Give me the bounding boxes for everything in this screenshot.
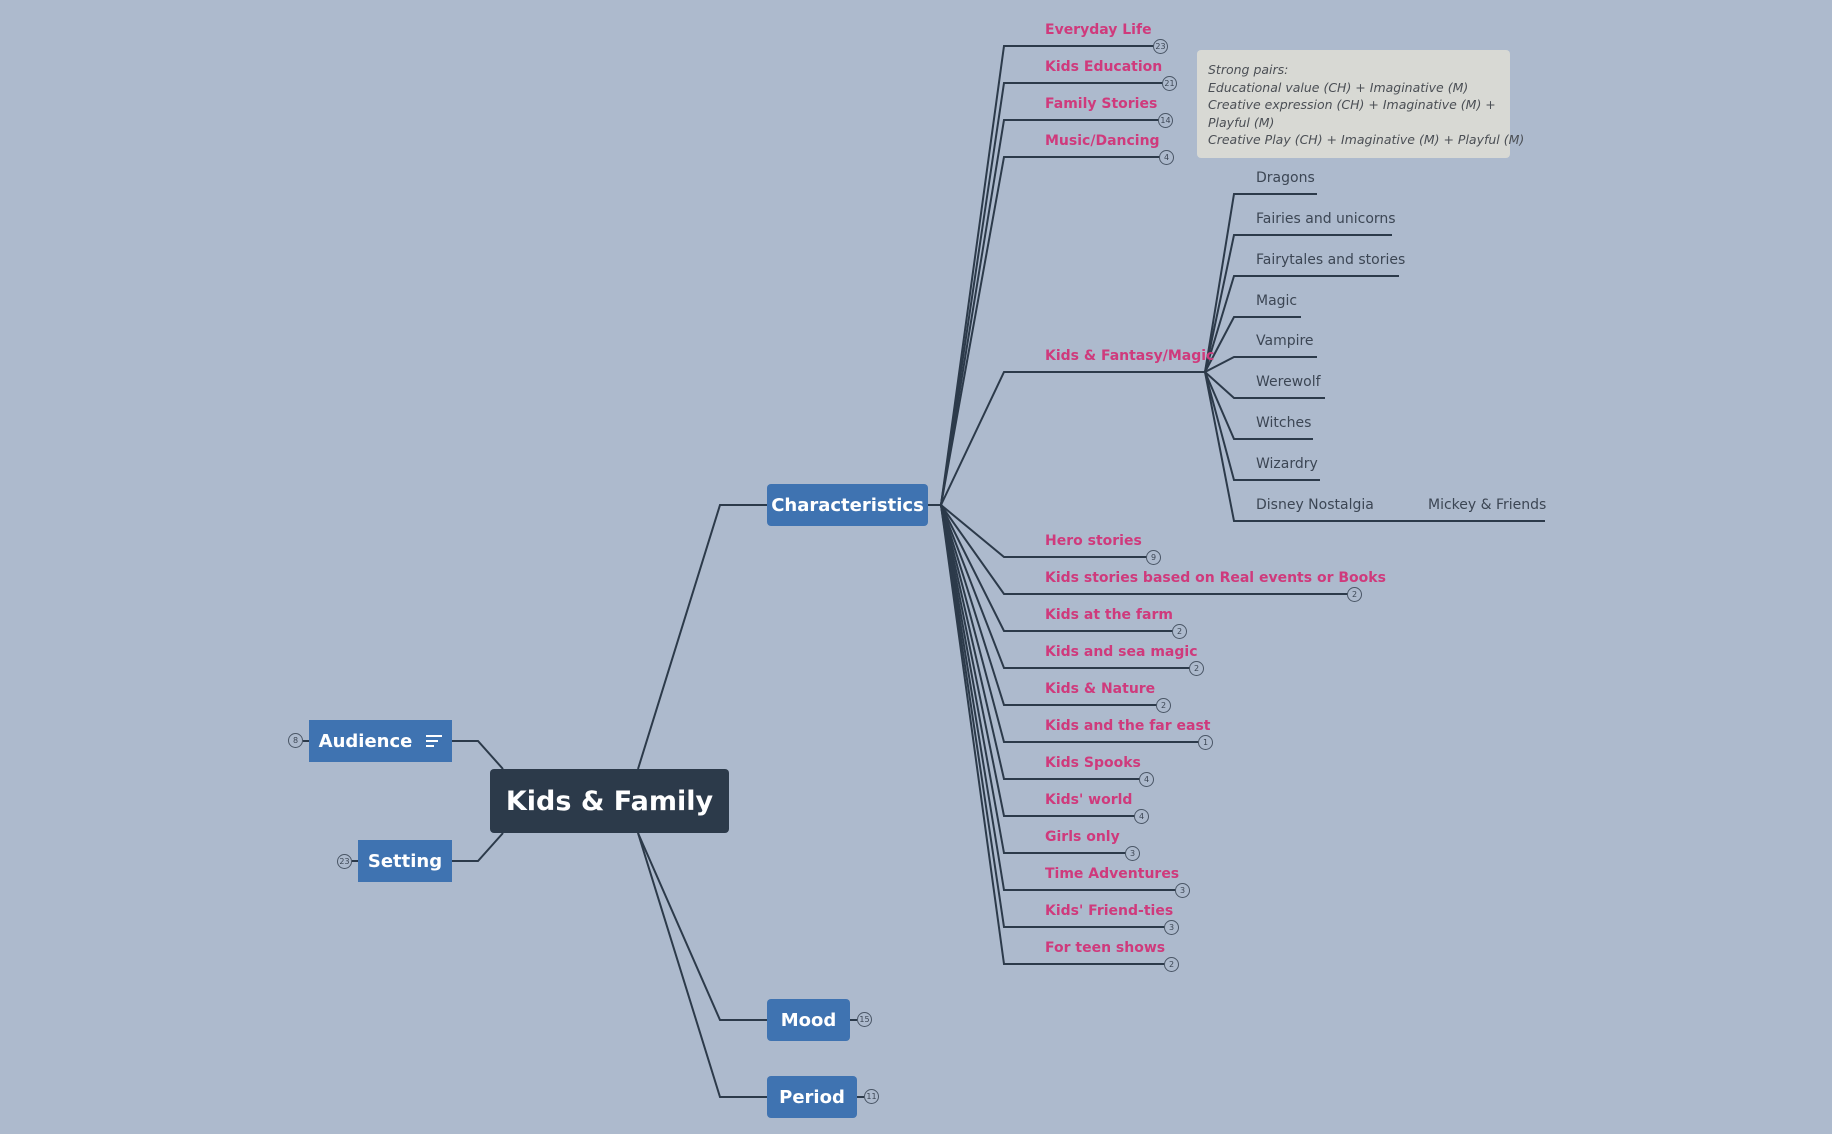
subtopic-label[interactable]: Kids at the farm <box>1045 607 1173 623</box>
subtopic-label[interactable]: Everyday Life <box>1045 22 1152 38</box>
connector-fantasy-subtopic <box>1204 234 1392 373</box>
connector-topic <box>940 504 1166 928</box>
connector-topic <box>940 504 1166 965</box>
subtopic-collapsed-count[interactable]: 9 <box>1146 550 1161 565</box>
fantasy-subtopic-label[interactable]: Fairytales and stories <box>1256 252 1406 268</box>
subtopic-label[interactable]: Kids & Nature <box>1045 681 1156 697</box>
subtopic-label[interactable]: Family Stories <box>1045 96 1158 112</box>
subtopic-collapsed-count[interactable]: 4 <box>1159 150 1174 165</box>
subtopic-label[interactable]: Kids and the far east <box>1045 718 1211 734</box>
subtopic-label[interactable]: For teen shows <box>1045 940 1166 956</box>
subtopic-collapsed-count[interactable]: 2 <box>1347 587 1362 602</box>
main-topic-period[interactable]: Period <box>767 1076 857 1118</box>
connector-fantasy-subtopic <box>1204 316 1301 373</box>
fantasy-subtopic-label[interactable]: Vampire <box>1256 333 1314 349</box>
central-topic-label: Kids & Family <box>505 785 714 817</box>
connector-topic <box>940 82 1164 506</box>
connector-topic <box>940 504 1136 817</box>
subtopic-label[interactable]: Time Adventures <box>1045 866 1180 882</box>
connector-topic <box>940 504 1200 743</box>
main-topic-mood[interactable]: Mood <box>767 999 850 1041</box>
subtopic-collapsed-count[interactable]: 23 <box>1153 39 1168 54</box>
connector-period <box>637 832 767 1098</box>
note-line: Strong pairs: <box>1208 62 1289 77</box>
subtopic-label[interactable]: Kids' Friend-ties <box>1045 903 1174 919</box>
connector-topic <box>940 504 1174 632</box>
period-collapsed-count[interactable]: 11 <box>864 1089 879 1104</box>
connector-topic <box>940 371 1205 506</box>
central-topic[interactable]: Kids & Family <box>490 769 729 833</box>
connector-topic <box>940 504 1141 780</box>
connector-topic <box>940 119 1160 506</box>
connector-topic <box>940 504 1158 706</box>
note-line: Creative expression (CH) + Imaginative (… <box>1208 97 1496 112</box>
notes-icon[interactable] <box>426 732 443 750</box>
subtopic-collapsed-count[interactable]: 3 <box>1175 883 1190 898</box>
connector-fantasy-subtopic <box>1204 275 1399 373</box>
fantasy-subtopic-label[interactable]: Magic <box>1256 293 1298 309</box>
setting-collapsed-count[interactable]: 23 <box>337 854 352 869</box>
note-line: Creative Play (CH) + Imaginative (M) + P… <box>1208 132 1525 147</box>
connector-topic <box>940 45 1155 506</box>
main-topic-audience[interactable]: Audience <box>309 720 452 762</box>
audience-label: Audience <box>318 730 413 752</box>
fantasy-subtopic-label[interactable]: Disney Nostalgia <box>1256 497 1374 513</box>
subtopic-collapsed-count[interactable]: 3 <box>1164 920 1179 935</box>
subtopic-collapsed-count[interactable]: 1 <box>1198 735 1213 750</box>
period-label: Period <box>779 1086 845 1108</box>
subtopic-label[interactable]: Kids' world <box>1045 792 1133 808</box>
connector-topic <box>940 504 1191 669</box>
subtopic-collapsed-count[interactable]: 2 <box>1172 624 1187 639</box>
subtopic-collapsed-count[interactable]: 3 <box>1125 846 1140 861</box>
subtopic-collapsed-count[interactable]: 4 <box>1139 772 1154 787</box>
note-line: Educational value (CH) + Imaginative (M) <box>1208 79 1469 95</box>
connector-audience <box>452 740 504 770</box>
connector-topic <box>940 504 1148 558</box>
subtopic-collapsed-count[interactable]: 4 <box>1134 809 1149 824</box>
connector-fantasy-subtopic <box>1204 193 1317 373</box>
mood-collapsed-count[interactable]: 15 <box>857 1012 872 1027</box>
fantasy-subtopic-label[interactable]: Witches <box>1256 415 1312 431</box>
connector-fantasy-subtopic <box>1204 371 1320 481</box>
strong-pairs-note: Strong pairs: Educational value (CH) + I… <box>1197 50 1525 158</box>
subtopic-label[interactable]: Kids and sea magic <box>1045 644 1198 660</box>
subtopic-collapsed-count[interactable]: 21 <box>1162 76 1177 91</box>
connector-fantasy-subtopic <box>1204 371 1372 522</box>
connector-fantasy-subtopic <box>1204 371 1313 440</box>
main-topic-setting[interactable]: Setting <box>358 840 452 882</box>
subtopic-collapsed-count[interactable]: 2 <box>1189 661 1204 676</box>
characteristics-label: Characteristics <box>771 494 924 516</box>
connector-topic <box>940 504 1127 854</box>
subtopic-label[interactable]: Music/Dancing <box>1045 133 1160 149</box>
fantasy-subtopic-label[interactable]: Dragons <box>1256 170 1315 186</box>
mood-label: Mood <box>780 1009 837 1031</box>
note-line: Playful (M) <box>1208 114 1275 130</box>
fantasy-subtopic-label[interactable]: Fairies and unicorns <box>1256 211 1396 227</box>
connector-fantasy-subtopic <box>1204 371 1325 399</box>
disney-child-label[interactable]: Mickey & Friends <box>1428 497 1547 513</box>
subtopic-label[interactable]: Kids Education <box>1045 59 1163 75</box>
main-topic-characteristics[interactable]: Characteristics <box>767 484 928 526</box>
subtopic-collapsed-count[interactable]: 14 <box>1158 113 1173 128</box>
connector-topic <box>940 156 1161 506</box>
subtopic-label[interactable]: Kids stories based on Real events or Boo… <box>1045 570 1386 586</box>
setting-label: Setting <box>367 850 443 872</box>
subtopic-collapsed-count[interactable]: 2 <box>1164 957 1179 972</box>
connector-topic <box>940 504 1349 595</box>
subtopic-label[interactable]: Kids & Fantasy/Magic <box>1045 348 1215 364</box>
subtopic-label[interactable]: Kids Spooks <box>1045 755 1141 771</box>
connector-mood <box>637 832 767 1021</box>
audience-collapsed-count[interactable]: 8 <box>288 733 303 748</box>
connector-setting <box>452 832 504 862</box>
connector-characteristics <box>637 504 767 770</box>
connector-fantasy-subtopic <box>1204 356 1317 373</box>
subtopic-collapsed-count[interactable]: 2 <box>1156 698 1171 713</box>
fantasy-subtopic-label[interactable]: Wizardry <box>1256 456 1318 472</box>
subtopic-label[interactable]: Girls only <box>1045 829 1120 845</box>
connector-topic <box>940 504 1177 891</box>
fantasy-subtopic-label[interactable]: Werewolf <box>1256 374 1321 390</box>
subtopic-label[interactable]: Hero stories <box>1045 533 1142 549</box>
